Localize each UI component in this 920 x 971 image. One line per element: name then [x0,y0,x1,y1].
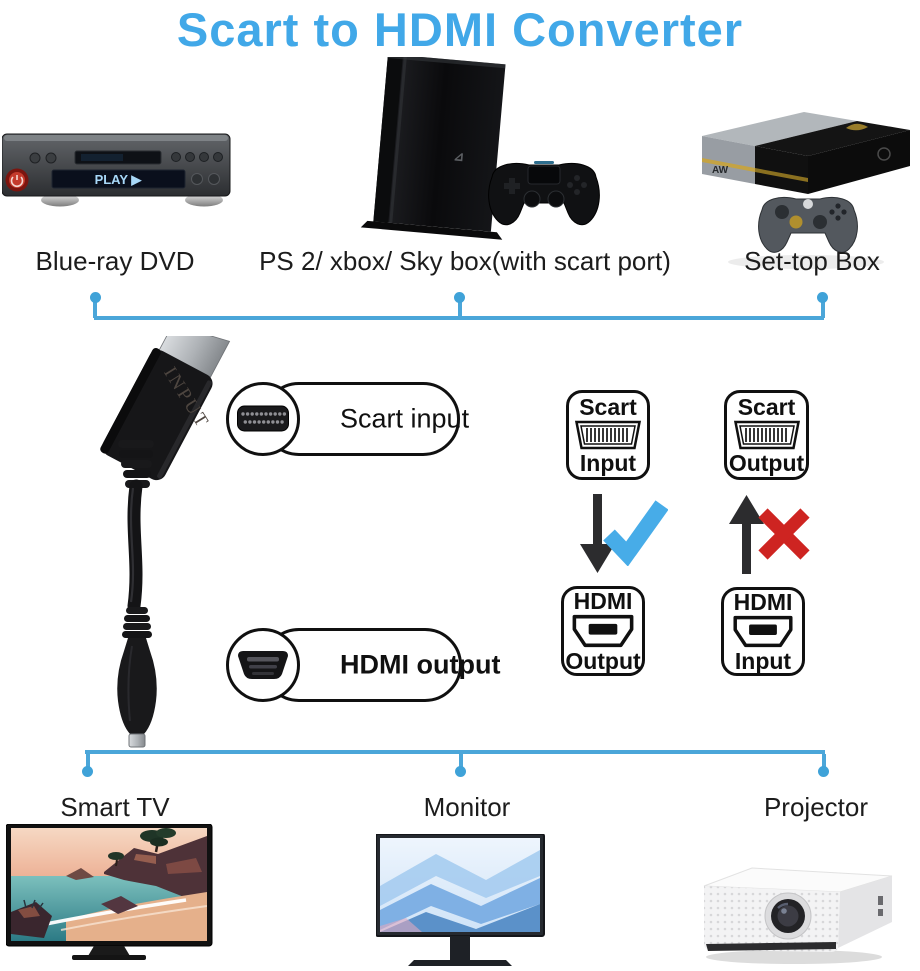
hdmi-output-callout-label: HDMI output [340,649,501,680]
up-arrow-icon [729,495,764,574]
connector-line [94,316,824,320]
box-text: HDMI [573,588,633,614]
connector-dot [818,766,829,777]
box-text: Input [579,450,637,476]
connector-dot [82,766,93,777]
bluray-dvd-player-image: PLAY ▶ [2,133,231,207]
scart-input-callout: Scart input [226,382,469,456]
connector-dot [454,292,465,303]
box-text: Input [734,648,792,674]
scart-input-box: Scart Input [566,390,650,480]
hdmi-connector-icon [238,650,288,679]
xbox-power-icon [877,147,891,161]
box-text: Scart [737,394,796,420]
hdmi-output-callout: HDMI output [226,628,500,702]
scart-connector-icon [733,420,800,450]
projector-image [703,867,893,964]
scart-connector-icon [575,420,641,450]
hdmi-connector-icon [572,614,634,648]
source-label-console: PS 2/ xbox/ Sky box(with scart port) [259,246,671,276]
gold-emblem-icon [846,123,868,131]
connector-dot [817,292,828,303]
box-text: Scart [579,394,637,420]
scart-output-box: Scart Output [724,390,809,480]
ps-logo-icon: ⊿ [453,148,465,164]
ps4-console-image: ⊿ [360,57,600,240]
xbox-logo-icon [803,199,813,209]
output-label-monitor: Monitor [423,792,511,822]
output-label-projector: Projector [763,792,869,822]
connector-dot [90,292,101,303]
box-text: HDMI [733,589,793,615]
page-title: Scart to HDMI Converter [176,3,744,56]
check-icon [603,500,668,566]
monitor-image [376,834,545,966]
cross-icon [758,508,810,560]
down-arrow-icon [580,494,615,573]
smart-tv-image [6,824,213,960]
output-label-smarttv: Smart TV [60,792,170,822]
hdmi-output-box: HDMI Output [561,586,645,676]
box-text: Output [728,450,805,476]
hdmi-connector-icon [733,615,793,648]
ps4-controller [488,161,600,226]
scart-input-callout-label: Scart input [340,403,470,434]
box-text: Output [565,648,641,674]
scart-connector-icon [237,405,289,432]
connector-line [85,750,825,754]
hdmi-input-box: HDMI Input [721,587,805,676]
connector-dot [455,766,466,777]
settop-box-image: AW [702,112,910,269]
dvd-display [51,169,186,189]
scart-hdmi-adapter-image: INPUT [100,336,231,748]
source-label-settop: Set-top Box [744,246,880,276]
xbox-front-text: AW [712,165,729,176]
xbox-controller [758,196,858,253]
source-label-bluray: Blue-ray DVD [35,246,195,276]
dvd-display-text: PLAY ▶ [95,172,143,187]
